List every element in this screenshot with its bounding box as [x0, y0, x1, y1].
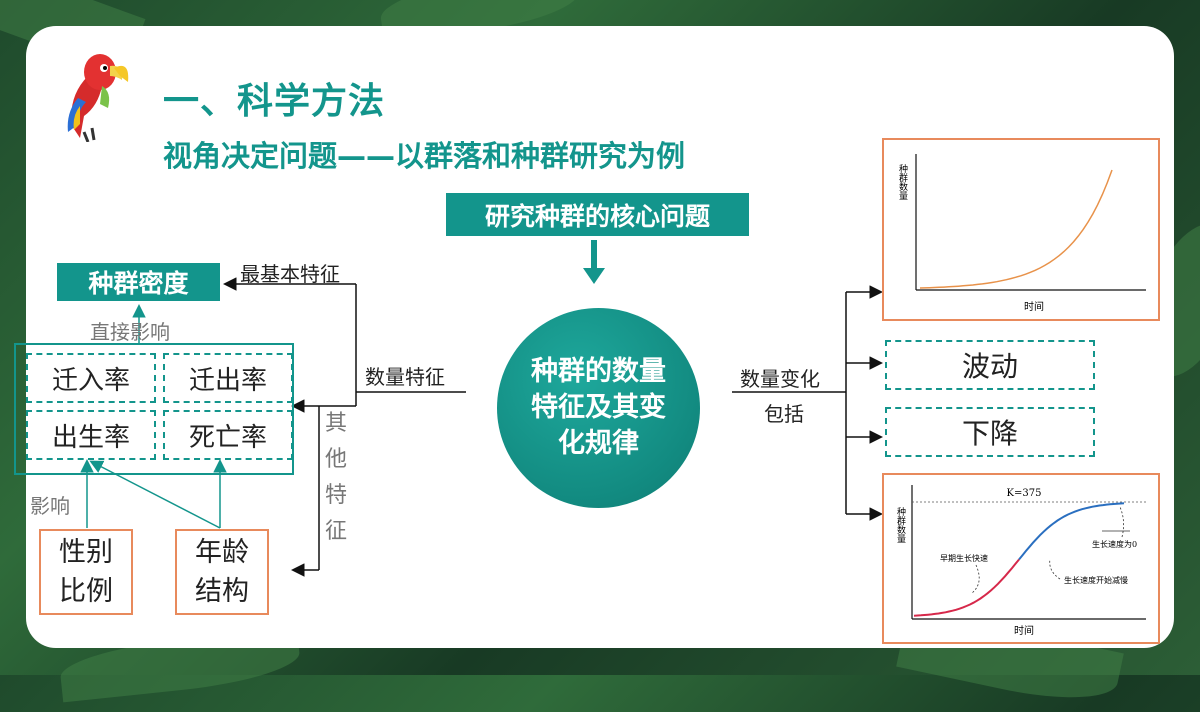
- quantity-change-label: 数量变化: [740, 367, 820, 391]
- j-curve-chart: 种群数量 时间: [882, 138, 1160, 321]
- effect-label: 影响: [30, 494, 70, 518]
- other-feature-label: 其他特征: [324, 411, 347, 544]
- annotation-zero: 生长速度为0: [1092, 539, 1137, 549]
- core-question-box: 研究种群的核心问题: [446, 193, 749, 236]
- s-curve-late: [1018, 502, 1125, 561]
- annotation-early-pointer: [971, 564, 980, 594]
- emigration-rate-box: 迁出率: [163, 353, 293, 403]
- age-structure-text: 年龄结构: [195, 537, 249, 607]
- fluctuation-box: 波动: [885, 340, 1095, 390]
- rates-frame: [14, 343, 294, 475]
- center-topic-text: 种群的数量特征及其变化规律: [531, 356, 666, 459]
- annotation-early: 早期生长快速: [940, 553, 988, 563]
- j-curve-svg: 种群数量 时间: [897, 154, 1146, 313]
- age-structure-box: 年龄结构: [175, 529, 269, 615]
- quantity-feature-label: 数量特征: [365, 365, 445, 389]
- s-curve-early: [913, 558, 1020, 617]
- s-curve-chart: K=375 种群数量 时间 早期生长快速 生长速度开始减慢 生长速度为0: [882, 473, 1160, 644]
- connector-lines: [80, 240, 883, 577]
- decline-box: 下降: [885, 407, 1095, 457]
- sex-ratio-box: 性别比例: [39, 529, 133, 615]
- page-subtitle: 视角决定问题——以群落和种群研究为例: [163, 139, 686, 173]
- s-xlabel: 时间: [1014, 624, 1034, 637]
- sex-ratio-text: 性别比例: [59, 537, 113, 607]
- death-rate-box: 死亡率: [163, 410, 293, 460]
- immigration-rate-box: 迁入率: [26, 353, 156, 403]
- most-basic-feature-label: 最基本特征: [240, 262, 340, 286]
- j-curve-line: [919, 169, 1113, 289]
- birth-rate-box: 出生率: [26, 410, 156, 460]
- page-title: 一、科学方法: [163, 81, 386, 122]
- k-label: K=375: [1007, 488, 1042, 499]
- s-curve-svg: K=375 种群数量 时间 早期生长快速 生长速度开始减慢 生长速度为0: [895, 485, 1146, 637]
- include-label: 包括: [764, 402, 804, 426]
- population-density-box: 种群密度: [57, 263, 220, 301]
- parrot-icon: [67, 54, 129, 142]
- annotation-slowing: 生长速度开始减慢: [1064, 575, 1128, 585]
- annotation-zero-pointer: [1119, 506, 1124, 538]
- annotation-slowing-pointer: [1049, 558, 1061, 580]
- s-ylabel: 种群数量: [895, 506, 906, 543]
- direct-effect-label: 直接影响: [90, 320, 170, 344]
- j-ylabel: 种群数量: [897, 163, 908, 200]
- center-topic-circle: 种群的数量特征及其变化规律: [497, 308, 700, 508]
- j-xlabel: 时间: [1024, 300, 1044, 313]
